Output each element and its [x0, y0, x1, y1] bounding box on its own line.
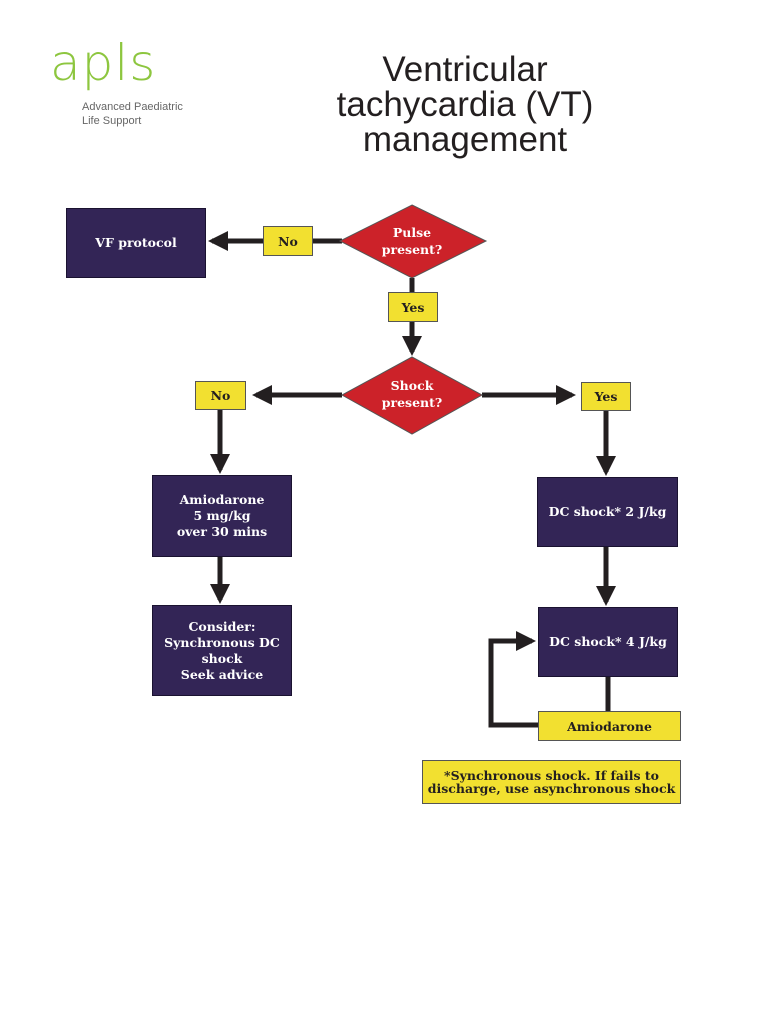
- apls-logo-subtitle: Advanced Paediatric Life Support: [82, 100, 183, 128]
- logo-subtitle-line1: Advanced Paediatric: [82, 101, 183, 113]
- pulse-line1: Pulse: [392, 225, 432, 240]
- shock-present-label: Shock present?: [362, 377, 462, 411]
- title-line3: management: [362, 120, 568, 159]
- shock-decision-diamond: [340, 356, 484, 435]
- title-line1: Ventricular: [382, 50, 548, 89]
- consider-line3: shock: [201, 650, 243, 666]
- pulse-present-label: Pulse present?: [362, 224, 462, 258]
- page-title: Ventricular tachycardia (VT) management: [290, 52, 640, 157]
- pulse-decision-diamond: [338, 204, 488, 279]
- amiodarone-line3: over 30 mins: [176, 524, 268, 539]
- footnote-line1: *Synchronous shock. If fails to: [444, 768, 659, 783]
- consider-line4: Seek advice: [180, 666, 264, 682]
- amiodarone-loop-box: Amiodarone: [538, 711, 681, 741]
- shock-line2: present?: [381, 395, 443, 410]
- logo-subtitle-line2: Life Support: [82, 115, 142, 127]
- footnote-line2: discharge, use asynchronous shock: [427, 781, 676, 796]
- consider-line1: Consider:: [188, 618, 256, 634]
- amiodarone-line2: 5 mg/kg: [193, 508, 251, 523]
- dc-shock-2-box: DC shock* 2 J/kg: [537, 477, 678, 547]
- dc-shock-4-box: DC shock* 4 J/kg: [538, 607, 678, 677]
- arrow-loop-back: [488, 631, 538, 728]
- footnote: *Synchronous shock. If fails to discharg…: [422, 760, 681, 804]
- consider-box: Consider: Synchronous DC shock Seek advi…: [152, 605, 292, 696]
- vf-protocol-box: VF protocol: [66, 208, 206, 278]
- shock-no-label: No: [195, 381, 246, 410]
- title-line2: tachycardia (VT): [336, 85, 594, 124]
- consider-line2: Synchronous DC: [164, 634, 280, 650]
- pulse-no-label: No: [263, 226, 313, 256]
- pulse-yes-label: Yes: [388, 292, 438, 322]
- pulse-line2: present?: [381, 242, 443, 257]
- amiodarone-line1: Amiodarone: [179, 492, 265, 507]
- apls-logo: apls: [50, 34, 157, 92]
- shock-line1: Shock: [390, 378, 434, 393]
- amiodarone-dose-box: Amiodarone 5 mg/kg over 30 mins: [152, 475, 292, 557]
- shock-yes-label: Yes: [581, 382, 631, 411]
